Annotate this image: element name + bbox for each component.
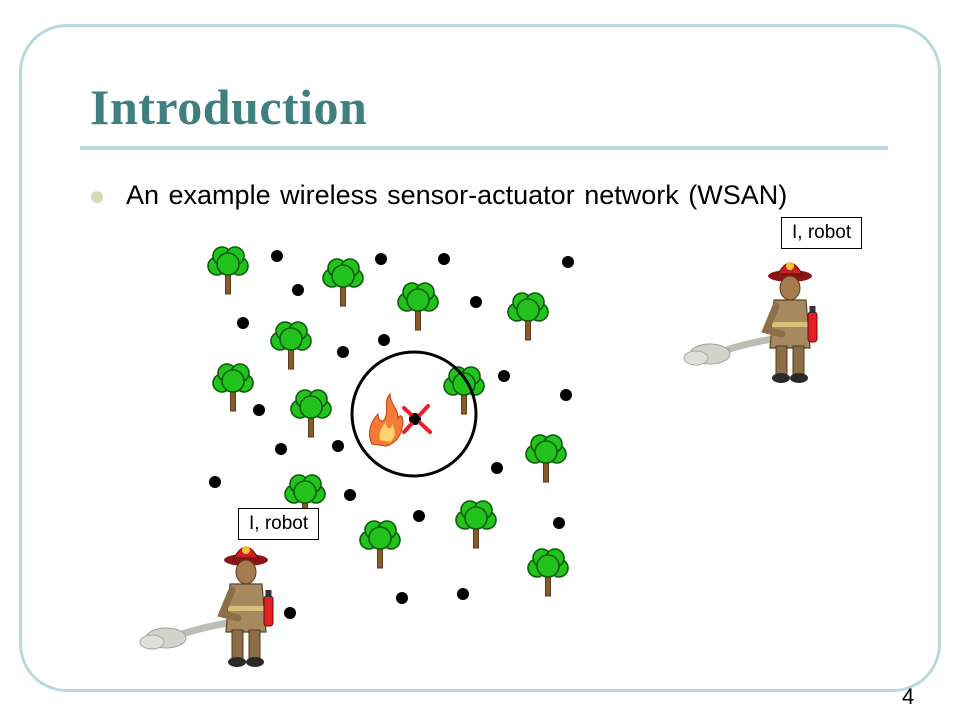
bullet-dot — [91, 191, 103, 203]
tree-icon — [270, 321, 312, 370]
tree-icon — [207, 246, 249, 295]
sensor-node — [237, 317, 249, 329]
tree-icon — [322, 258, 364, 307]
sensor-node — [553, 517, 565, 529]
slide-title: Introduction — [90, 79, 368, 135]
sensor-node — [337, 346, 349, 358]
tree-icon — [527, 548, 569, 597]
sensor-node — [375, 253, 387, 265]
sensor-node — [560, 389, 572, 401]
tree-icon — [525, 434, 567, 483]
sensor-node — [209, 476, 221, 488]
sensor-node — [344, 489, 356, 501]
sensor-node — [413, 510, 425, 522]
robot-label-2: I, robot — [238, 508, 320, 540]
title-underline — [80, 146, 888, 150]
tree-icon — [212, 363, 254, 412]
tree-icon — [290, 389, 332, 438]
sensor-node — [378, 334, 390, 346]
tree-icon — [507, 292, 549, 341]
page-number: 4 — [902, 684, 915, 709]
firefighter-robot-icon — [684, 262, 817, 383]
sensor-node — [253, 404, 265, 416]
sensor-node — [438, 253, 450, 265]
tree-icon — [397, 282, 439, 331]
tree-icon — [455, 500, 497, 549]
sensor-node — [498, 370, 510, 382]
firefighter-robot-icon — [140, 546, 273, 667]
failed-sensor-node — [410, 414, 420, 424]
sensor-node — [332, 440, 344, 452]
sensor-node — [562, 256, 574, 268]
sensor-node — [491, 462, 503, 474]
slide-frame — [19, 24, 941, 692]
sensor-node — [271, 250, 283, 262]
sensor-node — [284, 607, 296, 619]
sensor-node — [457, 588, 469, 600]
sensor-node — [275, 443, 287, 455]
sensor-node — [470, 296, 482, 308]
event-region-circle — [350, 350, 478, 478]
tree-icon — [443, 366, 485, 415]
robot-label-1: I, robot — [781, 217, 863, 249]
sensor-node — [292, 284, 304, 296]
fire-icon — [368, 392, 404, 447]
tree-icon — [359, 520, 401, 569]
sensor-node — [396, 592, 408, 604]
bullet-text: An example wireless sensor-actuator netw… — [126, 180, 788, 210]
